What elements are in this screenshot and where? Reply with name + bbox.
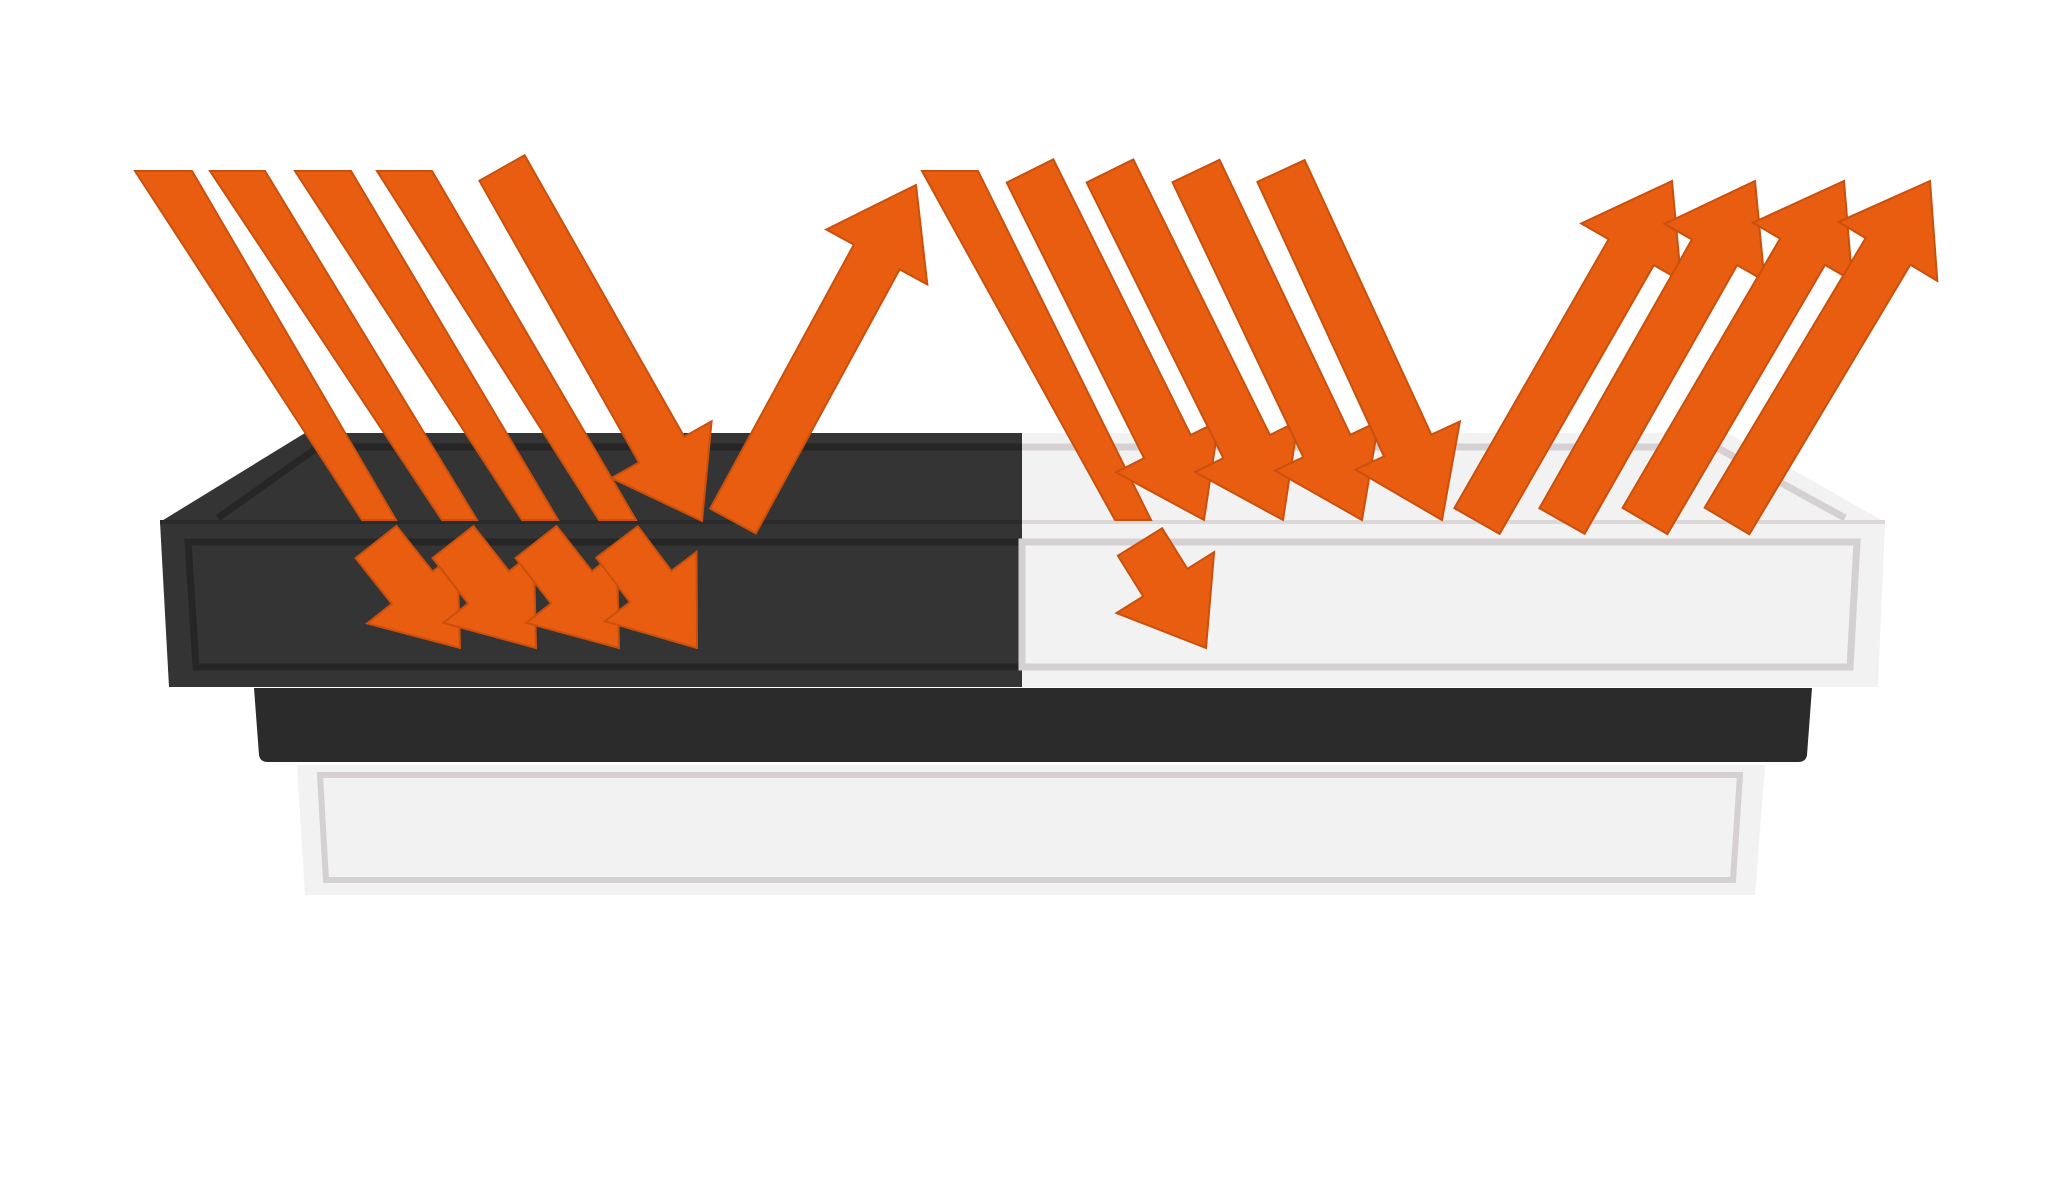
dark-incoming-ray-4 <box>375 170 638 521</box>
light-reflected-ray-4 <box>1703 179 1939 536</box>
lower-slab-inset <box>316 772 1744 883</box>
dark-absorbed-ray-3 <box>514 524 621 650</box>
lower-slab <box>297 765 1765 895</box>
light-reflected-ray-1 <box>1453 179 1683 536</box>
dark-absorbed-ray-4 <box>594 524 699 650</box>
light-reflected-ray-2 <box>1538 179 1766 536</box>
lower-slab-body <box>297 765 1765 895</box>
dark-incoming-ray-1 <box>133 170 398 521</box>
dark-absorbed-ray-1 <box>354 524 462 650</box>
dark-incoming-ray-5 <box>478 153 713 523</box>
base-bar <box>254 688 1812 762</box>
light-incoming-ray-1 <box>920 170 1153 521</box>
light-absorbed-ray <box>1114 526 1216 650</box>
light-roof-front-inset <box>1018 538 1861 671</box>
dark-absorbed-ray-2 <box>431 524 538 650</box>
light-reflected-ray-3 <box>1621 179 1854 536</box>
sun-rays <box>133 153 1939 650</box>
dark-incoming-ray-3 <box>293 170 560 521</box>
light-incoming-ray-5 <box>1256 158 1462 522</box>
dark-incoming-ray-2 <box>208 170 479 521</box>
dark-reflected-ray <box>708 183 929 535</box>
light-roof-front <box>1022 522 1885 687</box>
